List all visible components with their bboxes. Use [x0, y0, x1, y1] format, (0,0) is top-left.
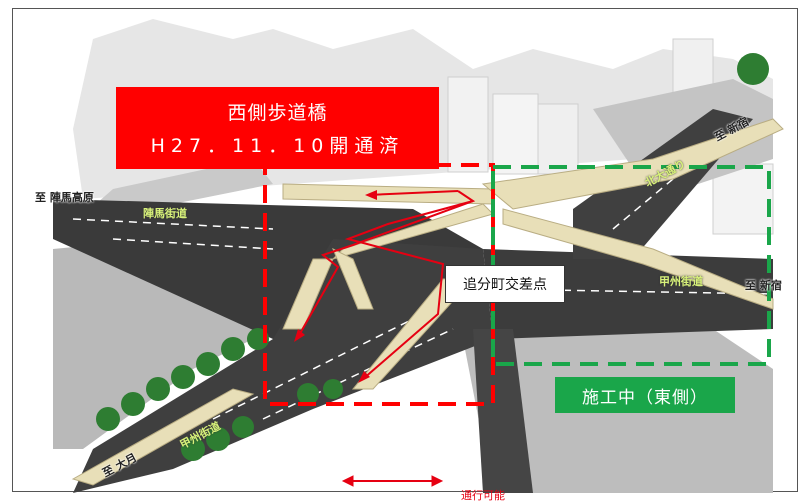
- direction-jinba: 至 陣馬高原: [35, 191, 94, 204]
- intersection-illustration: [53, 19, 784, 493]
- passable-route: [297, 190, 476, 380]
- pedestrian-bridge: [71, 118, 784, 486]
- west-bridge-label: 西側歩道橋 H27．11．10開通済: [116, 87, 439, 169]
- trees: [96, 53, 769, 461]
- west-bridge-status: H27．11．10開通済: [150, 135, 405, 157]
- legend-passable-label: 通行可能: [461, 489, 505, 502]
- street-koshu-kaido-east: 甲州街道: [659, 275, 703, 288]
- west-bridge-title: 西側歩道橋: [227, 102, 328, 124]
- route-arrowheads: [294, 190, 377, 383]
- intersection-name: 追分町交差点: [445, 265, 565, 303]
- street-jinba-kaido: 陣馬街道: [143, 207, 187, 220]
- figure-frame: 西側歩道橋 H27．11．10開通済 追分町交差点 施工中（東側） 至 陣馬高原…: [12, 8, 798, 502]
- legend-arrow: [341, 475, 444, 487]
- east-side-status: 施工中（東側）: [555, 377, 735, 413]
- direction-shinjuku-right: 至 新宿: [745, 279, 782, 292]
